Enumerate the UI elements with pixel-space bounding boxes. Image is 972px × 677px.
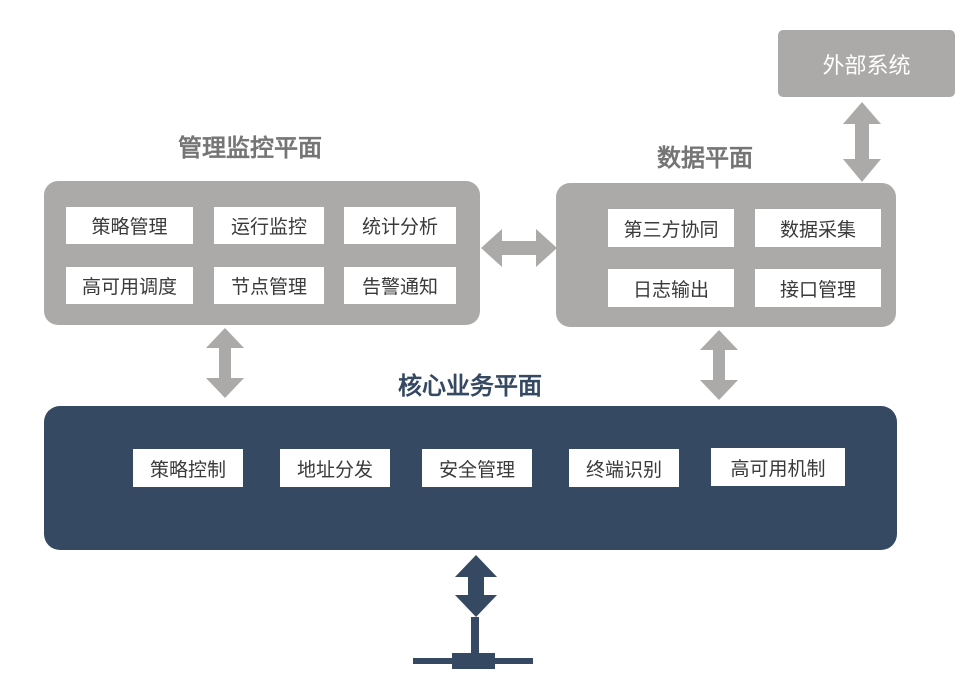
mgmt-item: 告警通知: [344, 267, 456, 304]
core-item: 高可用机制: [711, 448, 845, 486]
mgmt-plane-title: 管理监控平面: [178, 134, 322, 162]
core-item: 安全管理: [422, 449, 532, 487]
data-item: 接口管理: [755, 269, 881, 307]
mgmt-item: 节点管理: [214, 267, 324, 304]
network-node: [452, 653, 495, 669]
network-stem: [471, 617, 479, 654]
data-item: 数据采集: [755, 209, 881, 247]
external-system-label: 外部系统: [822, 53, 911, 79]
core-plane-title: 核心业务平面: [398, 372, 542, 400]
external-system-box: 外部系统: [778, 30, 955, 97]
mgmt-item: 运行监控: [214, 207, 324, 244]
core-item: 地址分发: [280, 449, 390, 487]
data-plane-title: 数据平面: [657, 144, 753, 172]
external-data-arrow: [843, 102, 881, 182]
mgmt-item: 高可用调度: [66, 267, 193, 304]
mgmt-item: 统计分析: [344, 207, 456, 244]
mgmt-item: 策略管理: [66, 207, 193, 244]
data-item: 日志输出: [608, 269, 734, 307]
core-item: 终端识别: [569, 449, 679, 487]
data-core-arrow: [700, 330, 738, 400]
mgmt-core-arrow: [206, 328, 244, 398]
core-item: 策略控制: [133, 449, 243, 487]
mgmt-data-arrow: [481, 229, 557, 267]
data-item: 第三方协同: [608, 209, 734, 247]
core-network-arrow: [455, 555, 497, 617]
